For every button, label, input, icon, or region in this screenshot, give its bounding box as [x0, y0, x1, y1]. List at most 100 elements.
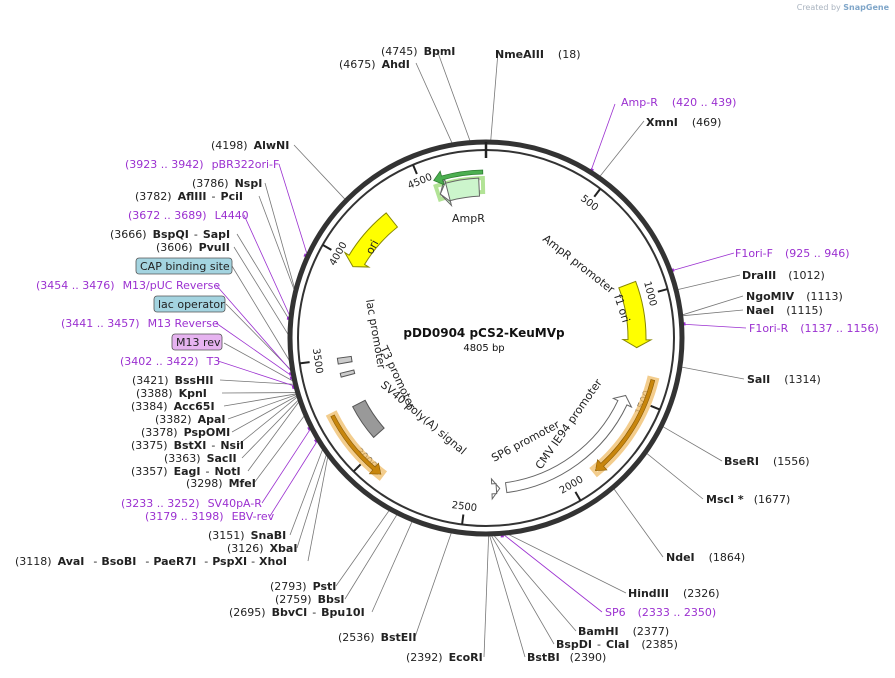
tick-2500: [462, 515, 463, 525]
enzyme-ahdi: (4675)AhdI: [339, 58, 410, 71]
leader-line: [232, 266, 292, 365]
primer-pbr322ori-f: (3923 .. 3942)pBR322ori-F: [125, 158, 279, 171]
primer-amp-r: Amp-R(420 .. 439): [621, 96, 736, 109]
leader-line: [237, 234, 291, 322]
tick-label-1000: 1000: [641, 280, 658, 307]
enzyme-avai-group: (3118)AvaI-BsoBI-PaeR7I-PspXI-XhoI: [15, 555, 287, 568]
tick-3500: [300, 362, 310, 363]
leader-line: [228, 394, 298, 419]
boxed-feature-labels: CAP binding site lac operator M13 rev: [136, 258, 232, 350]
leader-line: [242, 399, 300, 458]
leader-line: [220, 380, 296, 384]
enzyme-bseri: BseRI(1556): [724, 455, 810, 468]
plasmid-name: pDD0904 pCS2-KeuMVp: [403, 326, 565, 340]
enzyme-acc65i: (3384)Acc65I: [131, 400, 215, 413]
primer-tick: [291, 376, 292, 379]
leader-line: [661, 426, 722, 461]
enzyme-bsshii: (3421)BssHII: [132, 374, 213, 387]
enzyme-psti: (2793)PstI: [270, 580, 336, 593]
enzyme-apai: (3382)ApaI: [155, 413, 225, 426]
plasmid-length: 4805 bp: [463, 343, 504, 354]
m13-rev-label: M13 rev: [176, 336, 221, 349]
leader-line: [415, 531, 452, 637]
primer-m13-reverse: (3441 .. 3457)M13 Reverse: [61, 317, 219, 330]
enzyme-msci: MscI *(1677): [706, 493, 790, 506]
feature-label-sv40-polya: SV40 poly(A) signal: [378, 378, 469, 457]
leader-line: [489, 534, 525, 657]
feature-label-ampr: AmpR: [452, 212, 485, 225]
leader-line: [437, 50, 471, 143]
leader-line: [259, 196, 295, 293]
enzyme-labels: (4745)BpmI (4675)AhdI NmeAIII(18) XmnI(4…: [339, 45, 843, 664]
leader-line: [681, 296, 743, 315]
tick-label-3500: 3500: [310, 348, 324, 375]
enzyme-alwni: (4198)AlwNI: [211, 139, 289, 152]
leader-line: [232, 395, 298, 432]
feature-sv40-poly-a-signal: [353, 400, 384, 437]
leader-line: [491, 52, 498, 142]
leader-line: [290, 447, 323, 535]
leader-line: [490, 534, 554, 644]
snapgene-logo: SnapGene: [843, 3, 889, 12]
leader-line: [484, 534, 489, 657]
enzyme-bbvci-bpu10i: (2695)BbvCI-Bpu10I: [229, 606, 365, 619]
enzyme-sali: SalI(1314): [747, 373, 821, 386]
enzyme-pspomi: (3378)PspOMI: [141, 426, 230, 439]
feature-label-lac-promoter: lac promoter: [363, 298, 388, 370]
tick-label-500: 500: [578, 193, 600, 213]
enzyme-bamhi: BamHI(2377): [578, 625, 669, 638]
leader-line: [224, 343, 295, 382]
primer-f1ori-f: F1ori-F(925 .. 946): [735, 247, 850, 260]
leader-line: [345, 513, 398, 599]
lac-operator-label: lac operator: [158, 298, 225, 311]
enzyme-bsteii: (2536)BstEII: [338, 631, 416, 644]
leader-line: [238, 396, 299, 445]
leader-line: [297, 453, 327, 548]
enzyme-sacii: (3363)SacII: [164, 452, 237, 465]
leader-line: [294, 145, 346, 201]
primer-f1ori-r: F1ori-R(1137 .. 1156): [749, 322, 879, 335]
enzyme-eagi-noti: (3357)EagI-NotI: [131, 465, 241, 478]
leader-line: [248, 400, 300, 471]
tick-2000: [575, 492, 580, 501]
enzyme-xbai: (3126)XbaI: [227, 542, 297, 555]
enzyme-pvuii: (3606)PvuII: [156, 241, 230, 254]
tick-label-2500: 2500: [451, 500, 478, 514]
leader-line: [244, 215, 291, 318]
enzyme-afliii-pcii: (3782)AflIII-PciI: [135, 190, 243, 203]
leader-line: [613, 487, 663, 557]
tick-4000: [323, 245, 332, 250]
leader-line: [265, 183, 296, 292]
leader-line: [216, 323, 294, 377]
leader-line: [336, 509, 390, 586]
enzyme-snabi: (3151)SnaBI: [208, 529, 286, 542]
primer-m13-puc-reverse: (3454 .. 3476)M13/pUC Reverse: [36, 279, 220, 292]
tick-label-4500: 4500: [406, 172, 434, 192]
enzyme-ngomiv: NgoMIV(1113): [746, 290, 843, 303]
leader-line: [682, 324, 746, 328]
leader-line: [680, 367, 744, 379]
enzyme-xmni: XmnI(469): [646, 116, 721, 129]
enzyme-hindiii: HindIII(2326): [628, 587, 720, 600]
leader-line: [670, 253, 734, 271]
primer-t3: (3402 .. 3422)T3: [120, 355, 220, 368]
leader-line: [681, 310, 743, 316]
enzyme-ecori: (2392)EcoRI: [406, 651, 483, 664]
leader-line: [234, 247, 290, 337]
leader-line: [372, 520, 413, 612]
feature-lac-promoter: [337, 356, 352, 364]
enzyme-bstbi: BstBI(2390): [527, 651, 606, 664]
enzyme-bpmi: (4745)BpmI: [381, 45, 455, 58]
cap-binding-site-label: CAP binding site: [140, 260, 230, 273]
primer-sp6: SP6(2333 .. 2350): [605, 606, 716, 619]
enzyme-mfei: (3298)MfeI: [186, 477, 256, 490]
tick-4500: [413, 165, 417, 174]
leader-line: [676, 275, 740, 290]
tick-3000: [354, 464, 361, 471]
tick-1000: [658, 289, 668, 292]
leader-line: [493, 534, 576, 631]
leader-line: [502, 533, 602, 612]
tick-label-2000: 2000: [558, 474, 586, 496]
feature-sp6-promoter: [491, 479, 499, 499]
